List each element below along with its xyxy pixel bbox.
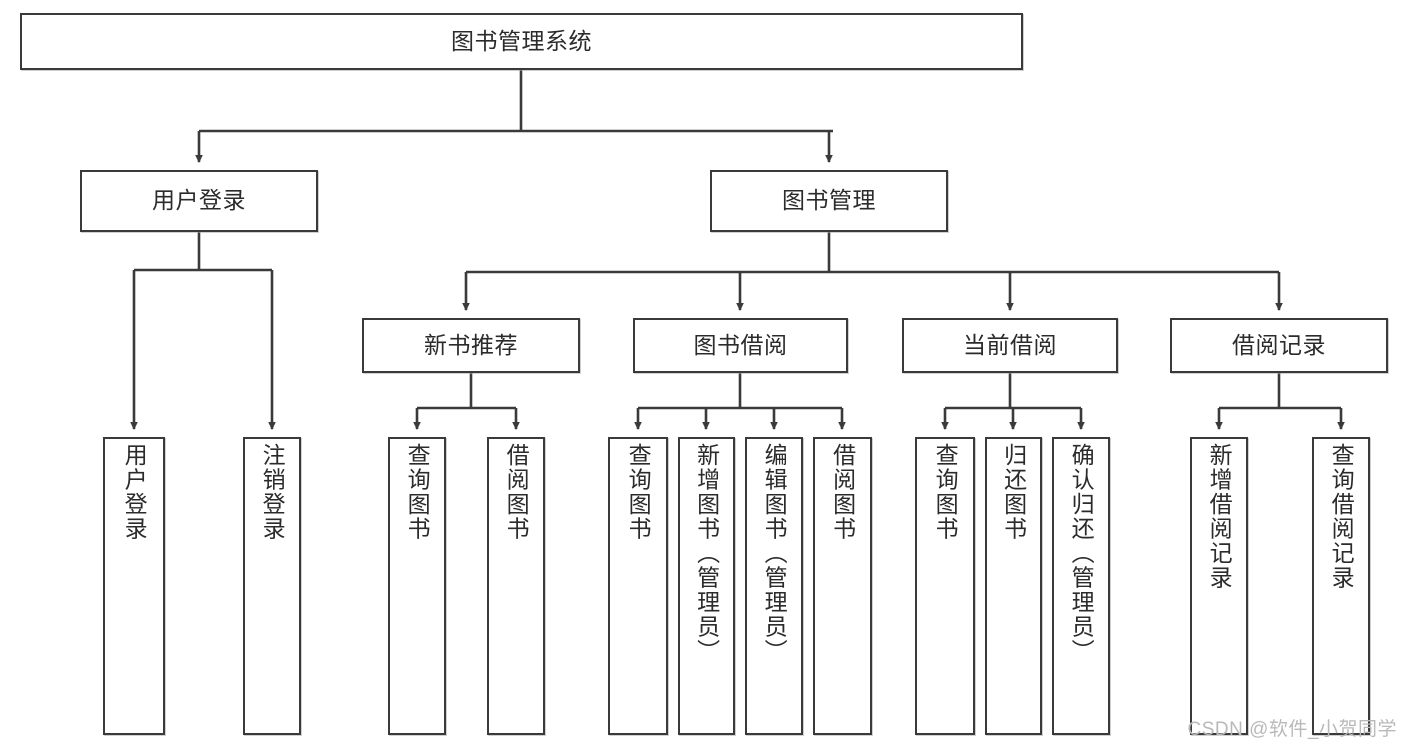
node-label: 注销登录: [259, 443, 286, 541]
leaf-add-borrow-record[interactable]: 新增借阅记录: [1190, 437, 1248, 735]
leaf-edit-book-admin[interactable]: 编辑图书（管理员）: [745, 437, 803, 735]
leaf-add-book-admin[interactable]: 新增图书（管理员）: [678, 437, 735, 735]
node-label: 图书管理: [782, 187, 876, 214]
leaf-borrow-book-nbr[interactable]: 借阅图书: [487, 437, 545, 735]
node-label: 借阅图书: [503, 443, 530, 541]
leaf-query-book-bb[interactable]: 查询图书: [608, 437, 668, 735]
leaf-logout[interactable]: 注销登录: [243, 437, 301, 735]
node-borrow-record[interactable]: 借阅记录: [1170, 318, 1388, 373]
leaf-borrow-book-bb[interactable]: 借阅图书: [813, 437, 872, 735]
node-label: 当前借阅: [963, 331, 1057, 358]
node-label: 图书管理系统: [451, 27, 592, 54]
node-user-login[interactable]: 用户登录: [80, 170, 318, 232]
leaf-query-book-cb[interactable]: 查询图书: [915, 437, 975, 735]
node-new-book-recommend[interactable]: 新书推荐: [362, 318, 580, 373]
node-label: 用户登录: [152, 187, 246, 214]
node-label: 确认归还（管理员）: [1068, 443, 1095, 664]
node-label: 新增借阅记录: [1206, 443, 1233, 590]
node-label: 借阅图书: [829, 443, 856, 541]
node-book-management[interactable]: 图书管理: [710, 170, 948, 232]
leaf-user-login[interactable]: 用户登录: [103, 437, 165, 735]
node-label: 新增图书（管理员）: [693, 443, 720, 664]
node-label: 查询图书: [625, 443, 652, 541]
node-root-system[interactable]: 图书管理系统: [20, 13, 1023, 70]
leaf-query-borrow-record[interactable]: 查询借阅记录: [1312, 437, 1370, 735]
node-label: 图书借阅: [693, 331, 788, 358]
leaf-confirm-return-admin[interactable]: 确认归还（管理员）: [1052, 437, 1110, 735]
node-label: 编辑图书（管理员）: [761, 443, 788, 664]
node-book-borrow[interactable]: 图书借阅: [633, 318, 848, 373]
node-label: 归还图书: [1000, 443, 1027, 541]
node-current-borrow[interactable]: 当前借阅: [902, 318, 1118, 373]
node-label: 查询借阅记录: [1328, 443, 1355, 590]
node-label: 查询图书: [404, 443, 431, 541]
node-label: 查询图书: [932, 443, 959, 541]
watermark: CSDN @软件_小贺同学: [1187, 719, 1397, 740]
leaf-query-book-nbr[interactable]: 查询图书: [388, 437, 446, 735]
node-label: 借阅记录: [1232, 331, 1326, 358]
node-label: 用户登录: [121, 443, 148, 541]
leaf-return-book[interactable]: 归还图书: [985, 437, 1042, 735]
node-label: 新书推荐: [424, 331, 518, 358]
